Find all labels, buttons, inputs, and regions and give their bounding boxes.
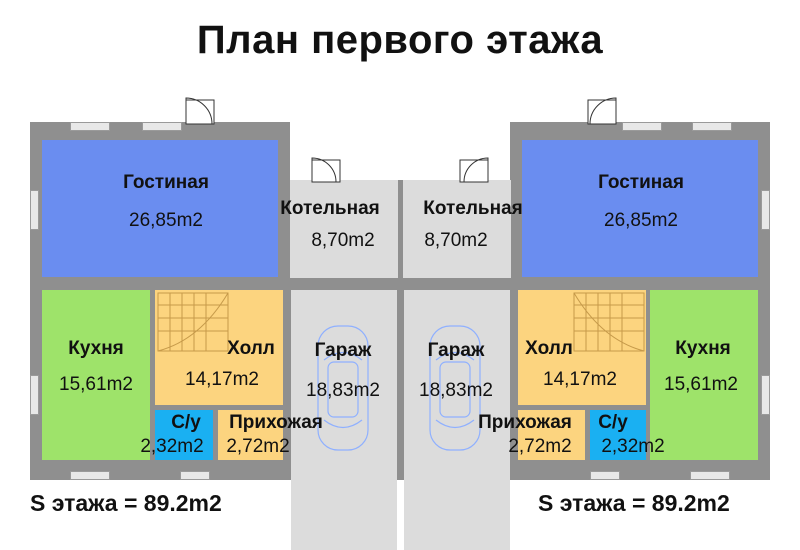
left-hall [155,290,283,405]
left-boiler-room [290,180,398,278]
window [761,190,770,230]
car-icon [317,325,369,451]
car-icon [429,325,481,451]
left-garage [291,290,397,550]
left-kitchen-name: Кухня [68,338,124,359]
window [30,190,39,230]
left-entry-area: 2,72m2 [226,436,290,457]
right-garage [404,290,510,550]
left-living-room [42,140,278,277]
page-title: План первого этажа [196,18,604,62]
left-bathroom [155,410,213,460]
right-bathroom-name: С/у [598,412,628,433]
right-floor-area-total: S этажа = 89.2m2 [538,490,730,516]
right-boiler-name: Котельная [423,198,523,219]
right-living-name: Гостиная [598,172,684,193]
window [590,471,620,480]
window [70,122,110,131]
door-icon [185,97,215,125]
right-living-area: 26,85m2 [604,210,678,231]
window [30,375,39,415]
right-boiler-area: 8,70m2 [424,230,488,251]
right-garage-area: 18,83m2 [419,380,493,401]
left-garage-area: 18,83m2 [306,380,380,401]
left-entry-name: Прихожая [229,412,323,433]
right-bathroom [590,410,646,460]
right-kitchen [650,290,758,460]
right-boiler-room [403,180,511,278]
window [622,122,662,131]
right-garage-name: Гараж [427,340,485,361]
left-kitchen-area: 15,61m2 [59,374,133,395]
right-kitchen-name: Кухня [675,338,731,359]
left-hall-area: 14,17m2 [185,369,259,390]
left-living-name: Гостиная [123,172,209,193]
left-boiler-name: Котельная [280,198,380,219]
right-entry-area: 2,72m2 [508,436,572,457]
left-stairs [157,292,229,352]
window [180,471,210,480]
right-hall-name: Холл [525,338,573,359]
left-entry [218,410,283,460]
right-entry [518,410,585,460]
left-bathroom-area: 2,32m2 [140,436,204,457]
left-bathroom-name: С/у [171,412,201,433]
window [142,122,182,131]
right-entry-name: Прихожая [478,412,572,433]
right-hall [518,290,646,405]
right-stairs [573,292,645,352]
left-kitchen [42,290,150,460]
window [761,375,770,415]
right-living-room [522,140,758,277]
door-icon [459,157,489,183]
door-icon [587,97,617,125]
left-living-area: 26,85m2 [129,210,203,231]
left-garage-name: Гараж [314,340,372,361]
left-floor-area-total: S этажа = 89.2m2 [30,490,222,516]
window [692,122,732,131]
right-hall-area: 14,17m2 [543,369,617,390]
left-hall-name: Холл [227,338,275,359]
left-boiler-area: 8,70m2 [311,230,375,251]
door-icon [311,157,341,183]
right-bathroom-area: 2,32m2 [601,436,665,457]
window [70,471,110,480]
right-kitchen-area: 15,61m2 [664,374,738,395]
window [690,471,730,480]
